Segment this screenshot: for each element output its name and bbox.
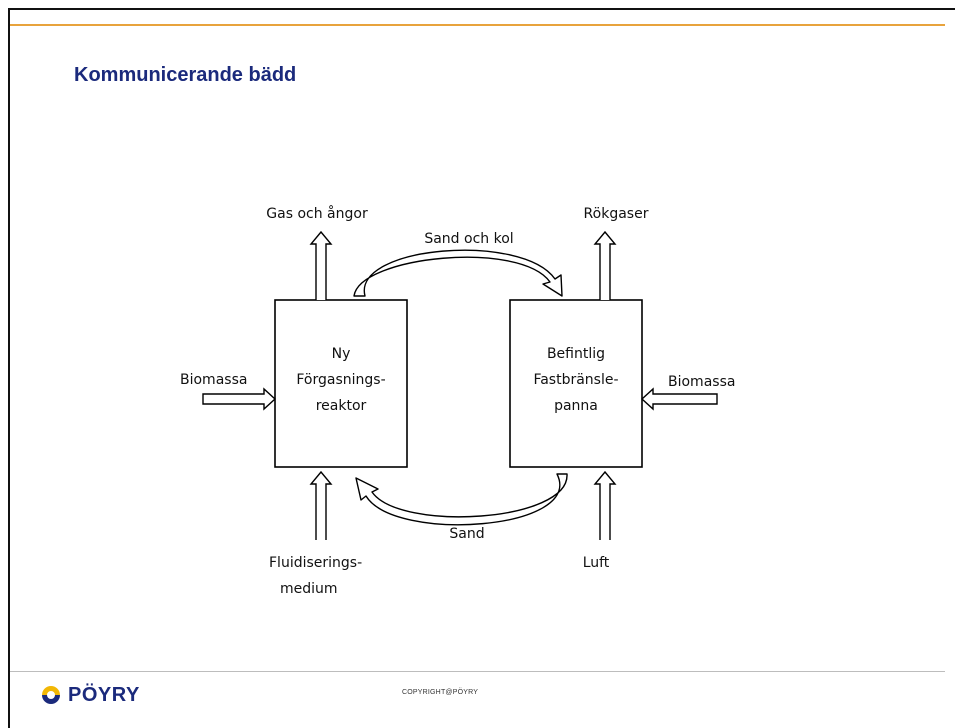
flue-gas-output-arrow [593,230,617,300]
biomass-input-arrow-left [202,387,277,411]
fluidizing-medium-input-arrow [309,470,333,540]
gasification-reactor-box [274,299,408,468]
top-accent-rule [10,24,945,26]
boiler-box [509,299,643,468]
air-input-label: Luft [583,555,610,571]
biomass-label-left: Biomassa [180,372,247,388]
sand-return-label: Sand [449,526,484,542]
biomass-input-arrow-right [640,387,718,411]
footer-rule [10,671,945,672]
boiler-label-line-1: Befintlig [547,346,605,362]
biomass-label-right: Biomassa [668,374,735,390]
reactor-label-line-2: Förgasnings- [296,372,385,388]
poyry-logo-icon [42,686,60,704]
boiler-label-line-2: Fastbränsle- [533,372,618,388]
poyry-logo-text: PÖYRY [68,683,140,706]
fluidizing-medium-label-line-1: Fluidiserings- [269,555,362,571]
reactor-label-line-3: reaktor [316,398,367,414]
air-input-arrow [593,470,617,540]
flue-gas-output-label: Rökgaser [584,206,649,222]
sand-and-char-label: Sand och kol [424,231,513,247]
slide-title: Kommunicerande bädd [74,64,297,86]
sand-and-char-flow-arrow [353,249,563,297]
poyry-logo: PÖYRY [40,683,140,707]
boiler-label-line-3: panna [554,398,598,414]
copyright-text: COPYRIGHT@PÖYRY [402,689,479,696]
gas-output-label: Gas och ångor [266,205,368,222]
gas-output-arrow [309,230,333,300]
fluidizing-medium-label-line-2: medium [280,581,338,597]
slide-frame [8,8,955,728]
reactor-label-line-1: Ny [332,346,351,362]
sand-return-flow-arrow [355,473,568,526]
